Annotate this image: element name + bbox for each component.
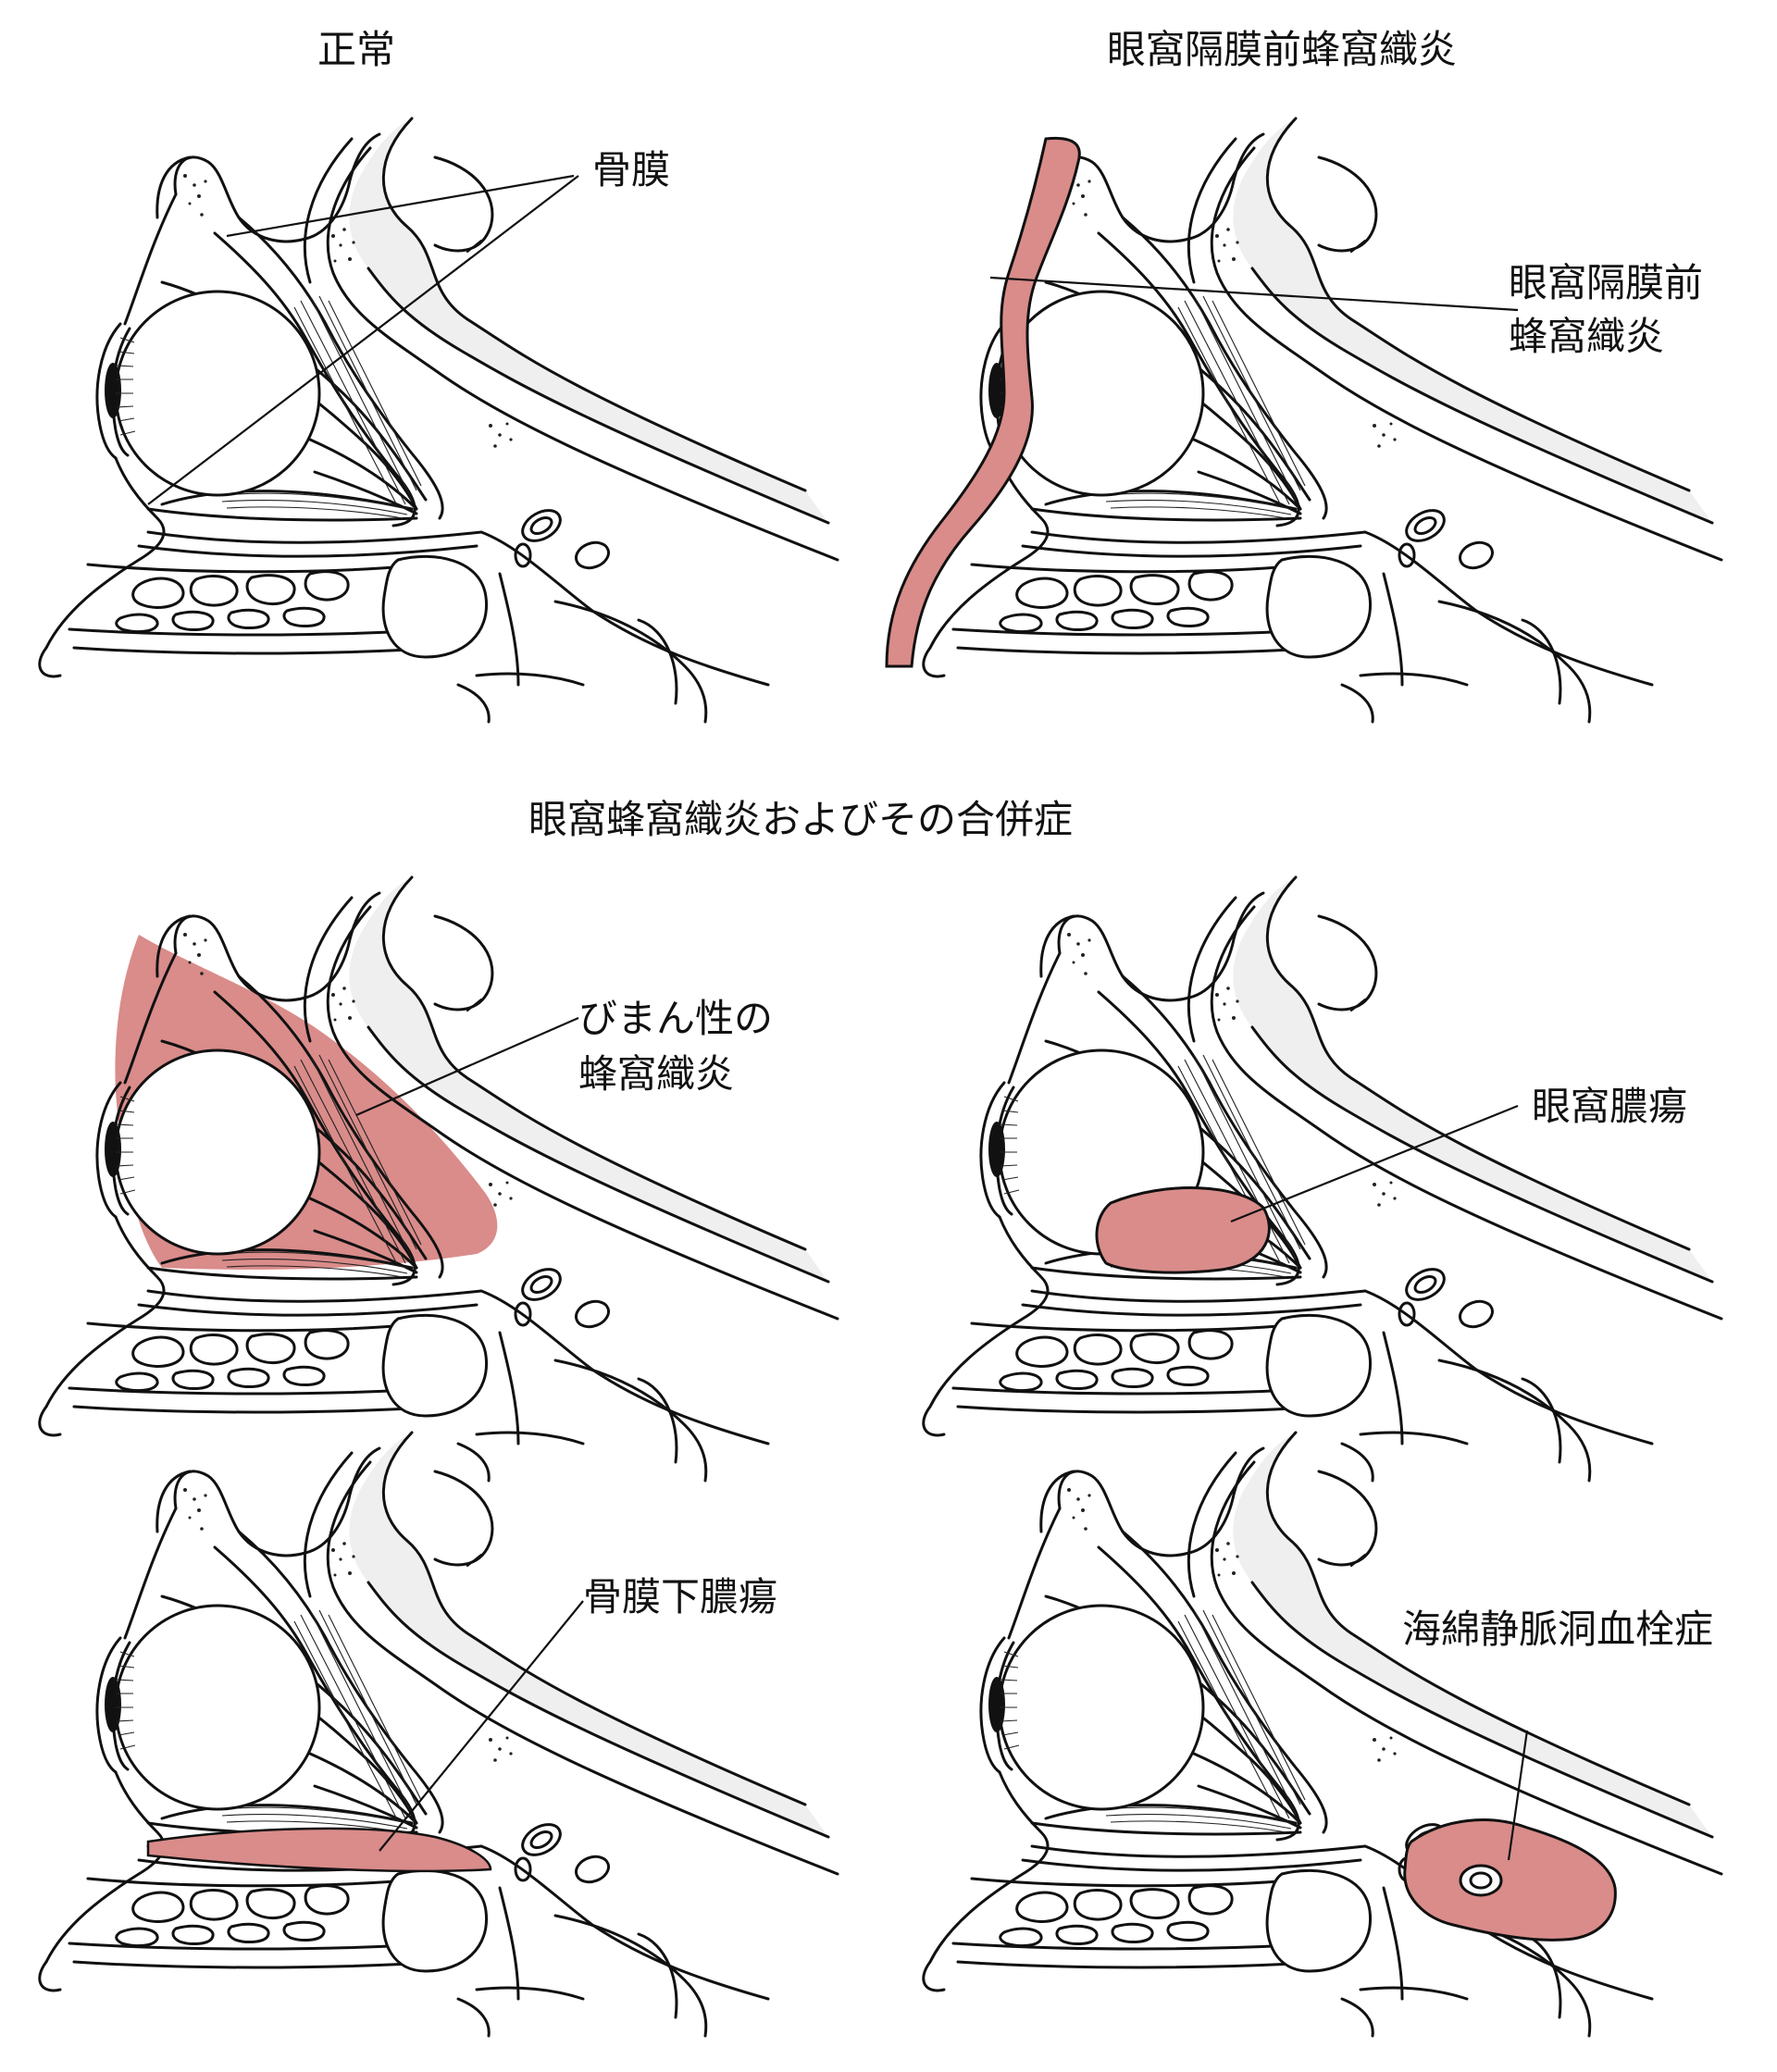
label-diffuse-line1: びまん性の xyxy=(578,996,773,1041)
label-preseptal-line2: 蜂窩織炎 xyxy=(1509,314,1664,359)
periosteum-leader-lower xyxy=(147,175,579,505)
orbital-abscess-leader xyxy=(1230,1104,1519,1223)
title-preseptal-cellulitis: 眼窩隔膜前蜂窩織炎 xyxy=(1107,27,1457,72)
preseptal-inflammation xyxy=(885,136,1081,668)
panel-diffuse-cellulitis: びまん性の 蜂窩織炎 xyxy=(38,875,839,1483)
diffuse-leader xyxy=(355,1016,579,1117)
orbital-abscess-region xyxy=(1095,1186,1271,1274)
carotid-lumen xyxy=(1469,1871,1493,1890)
label-orbital-abscess: 眼窩膿瘍 xyxy=(1532,1084,1687,1129)
panel-normal: 骨膜 xyxy=(38,117,839,724)
subperiosteal-leader xyxy=(379,1600,584,1852)
panel-preseptal-cellulitis: 眼窩隔膜前 蜂窩織炎 xyxy=(885,117,1723,724)
cavernous-sinus-region xyxy=(1403,1818,1617,1942)
panel-subperiosteal-abscess: 骨膜下膿瘍 xyxy=(38,1431,839,2038)
label-preseptal-line1: 眼窩隔膜前 xyxy=(1509,260,1703,305)
title-normal: 正常 xyxy=(317,27,395,72)
subperiosteal-abscess-region xyxy=(146,1827,492,1873)
label-periosteum: 骨膜 xyxy=(592,147,670,192)
label-subperiosteal-abscess: 骨膜下膿瘍 xyxy=(583,1574,777,1619)
panel-orbital-abscess: 眼窩膿瘍 xyxy=(922,875,1723,1483)
label-diffuse-line2: 蜂窩織炎 xyxy=(578,1051,734,1097)
label-cavernous-sinus-thrombosis: 海綿静脈洞血栓症 xyxy=(1402,1607,1713,1652)
title-orbital-cellulitis-complications: 眼窩蜂窩織炎およびその合併症 xyxy=(528,797,1073,842)
periosteum-leader-upper xyxy=(226,174,575,238)
preseptal-leader xyxy=(989,276,1519,312)
cavernous-sinus-leader xyxy=(1507,1730,1529,1861)
panel-cavernous-sinus-thrombosis: 海綿静脈洞血栓症 xyxy=(922,1431,1723,2038)
